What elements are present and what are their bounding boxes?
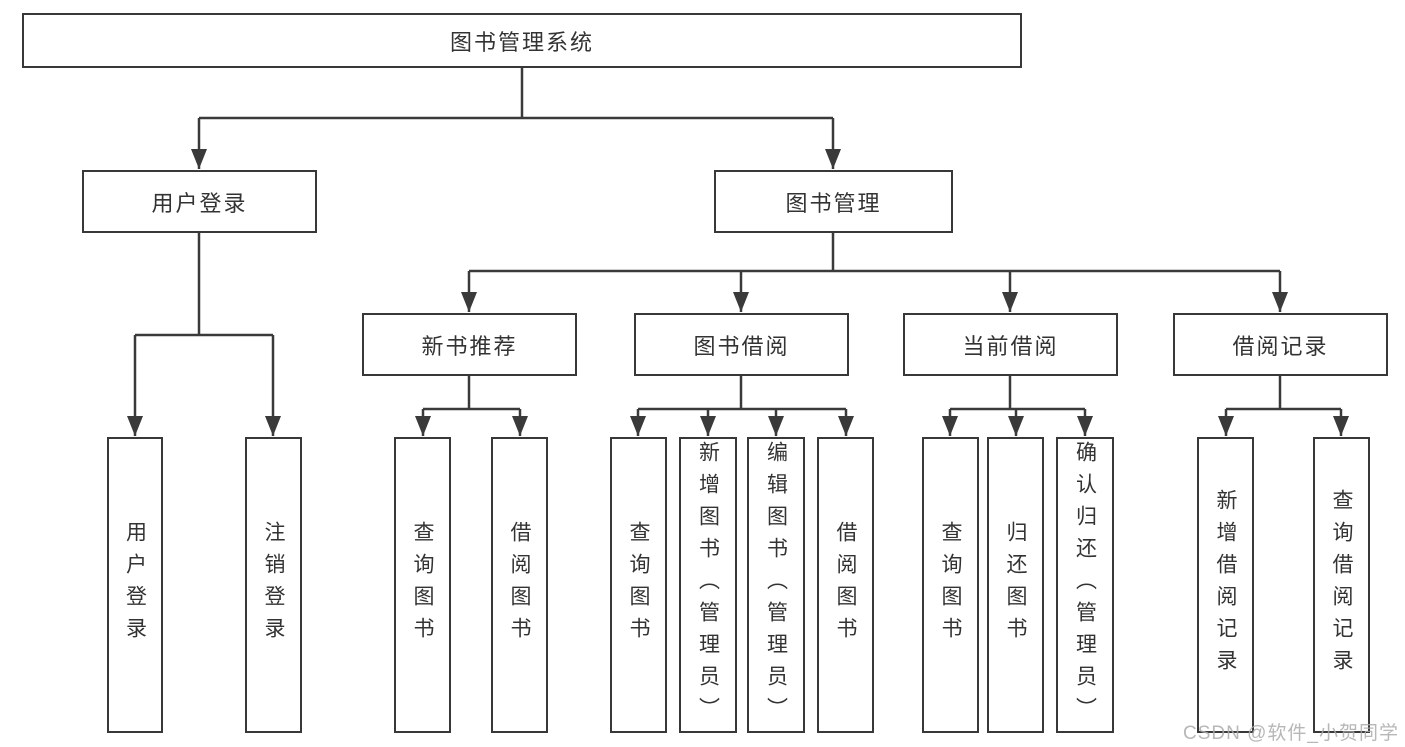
node-label: 图书管理	[785, 190, 882, 216]
node-label: 借阅图书	[508, 521, 531, 649]
node-label: 查询图书	[939, 521, 962, 649]
node-label: 当前借阅	[962, 333, 1059, 359]
watermark: CSDN @软件_小贺同学	[1183, 723, 1399, 744]
node-label: 编辑图书（管理员）	[764, 441, 788, 729]
node-label: 确认归还（管理员）	[1073, 441, 1097, 729]
node-add-borrow-record: 新增借阅记录	[1197, 437, 1254, 733]
node-label: 借阅图书	[834, 521, 857, 649]
node-user-login-leaf: 用户登录	[107, 437, 163, 733]
node-label: 新增图书（管理员）	[696, 441, 720, 729]
node-borrowing-records: 借阅记录	[1173, 313, 1388, 376]
node-label: 查询借阅记录	[1330, 489, 1353, 681]
node-borrow-books-2: 借阅图书	[817, 437, 874, 733]
node-return-books: 归还图书	[987, 437, 1044, 733]
node-label: 归还图书	[1004, 521, 1027, 649]
node-label: 图书管理系统	[449, 29, 594, 55]
node-library-management-system: 图书管理系统	[22, 13, 1022, 68]
node-logout-leaf: 注销登录	[245, 437, 302, 733]
node-add-books-admin: 新增图书（管理员）	[679, 437, 737, 733]
node-label: 查询图书	[411, 521, 434, 649]
node-label: 图书借阅	[693, 333, 790, 359]
node-label: 新增借阅记录	[1214, 489, 1237, 681]
node-label: 借阅记录	[1232, 333, 1329, 359]
node-label: 查询图书	[627, 521, 650, 649]
node-user-login: 用户登录	[82, 170, 317, 233]
node-edit-books-admin: 编辑图书（管理员）	[747, 437, 805, 733]
node-book-management: 图书管理	[714, 170, 953, 233]
node-label: 注销登录	[262, 521, 285, 649]
node-new-book-recommendation: 新书推荐	[362, 313, 577, 376]
node-label: 用户登录	[151, 190, 248, 216]
node-book-borrowing: 图书借阅	[634, 313, 849, 376]
node-confirm-return-admin: 确认归还（管理员）	[1056, 437, 1114, 733]
node-query-books-2: 查询图书	[610, 437, 667, 733]
node-borrow-books-1: 借阅图书	[491, 437, 548, 733]
node-label: 用户登录	[123, 521, 147, 649]
node-query-books-1: 查询图书	[394, 437, 451, 733]
node-label: 新书推荐	[421, 333, 518, 359]
node-query-books-3: 查询图书	[922, 437, 979, 733]
connector-trunks	[135, 68, 1341, 411]
node-current-borrowing: 当前借阅	[903, 313, 1118, 376]
node-query-borrow-record: 查询借阅记录	[1313, 437, 1370, 733]
